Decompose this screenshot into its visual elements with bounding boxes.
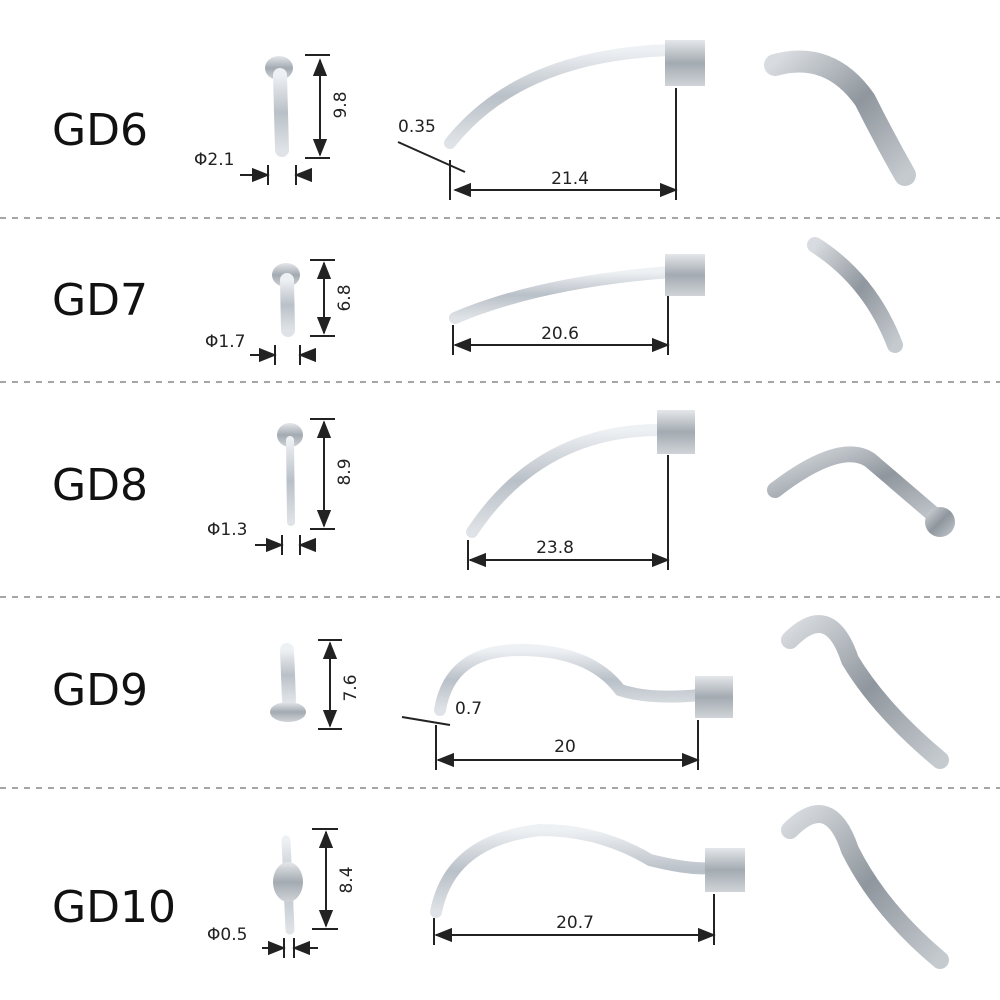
height-value: 9.8 [331,91,351,118]
row-gd7: GD7 6.8 Φ1.7 20.6 [52,237,903,365]
tip-photo [764,50,916,186]
tip-photo [807,237,903,353]
row-gd8: GD8 8.9 Φ1.3 23.8 [52,410,955,570]
tip-photo [767,446,955,537]
tip-end-view [265,56,293,157]
height-value: 6.8 [335,284,355,311]
length-value: 20 [554,737,576,757]
row-gd6: GD6 9.8 Φ2.1 21.4 0.35 [52,40,916,200]
diameter-value: Φ0.5 [207,925,247,945]
length-value: 20.6 [541,324,579,344]
tip-side-view [434,643,733,718]
height-value: 7.6 [341,674,361,701]
tip-side-view [430,823,745,918]
length-value: 20.7 [556,913,594,933]
tip-thickness-value: 0.35 [398,117,436,137]
tip-end-view [273,835,303,935]
height-value: 8.9 [335,458,355,485]
tip-side-view [449,254,705,324]
row-gd10: GD10 8.4 Φ0.5 20.7 [52,805,949,969]
tip-end-view [277,423,303,526]
length-value: 21.4 [551,169,589,189]
tip-end-view [272,263,300,337]
diameter-value: Φ1.7 [205,332,245,352]
tip-side-view [444,40,705,149]
diameter-value: Φ1.3 [207,520,247,540]
model-label: GD9 [52,665,148,716]
tip-photo [781,615,949,769]
tip-photo [781,805,949,969]
tip-thickness-value: 0.7 [455,699,482,719]
diameter-value: Φ2.1 [194,150,234,170]
model-label: GD6 [52,105,148,156]
model-label: GD8 [52,460,148,511]
model-label: GD10 [52,882,176,933]
tip-end-view [270,643,306,722]
length-value: 23.8 [536,538,574,558]
tip-side-view [466,410,695,538]
model-label: GD7 [52,275,148,326]
row-gd9: GD9 7.6 0.7 20 [52,615,949,770]
height-value: 8.4 [337,866,357,893]
